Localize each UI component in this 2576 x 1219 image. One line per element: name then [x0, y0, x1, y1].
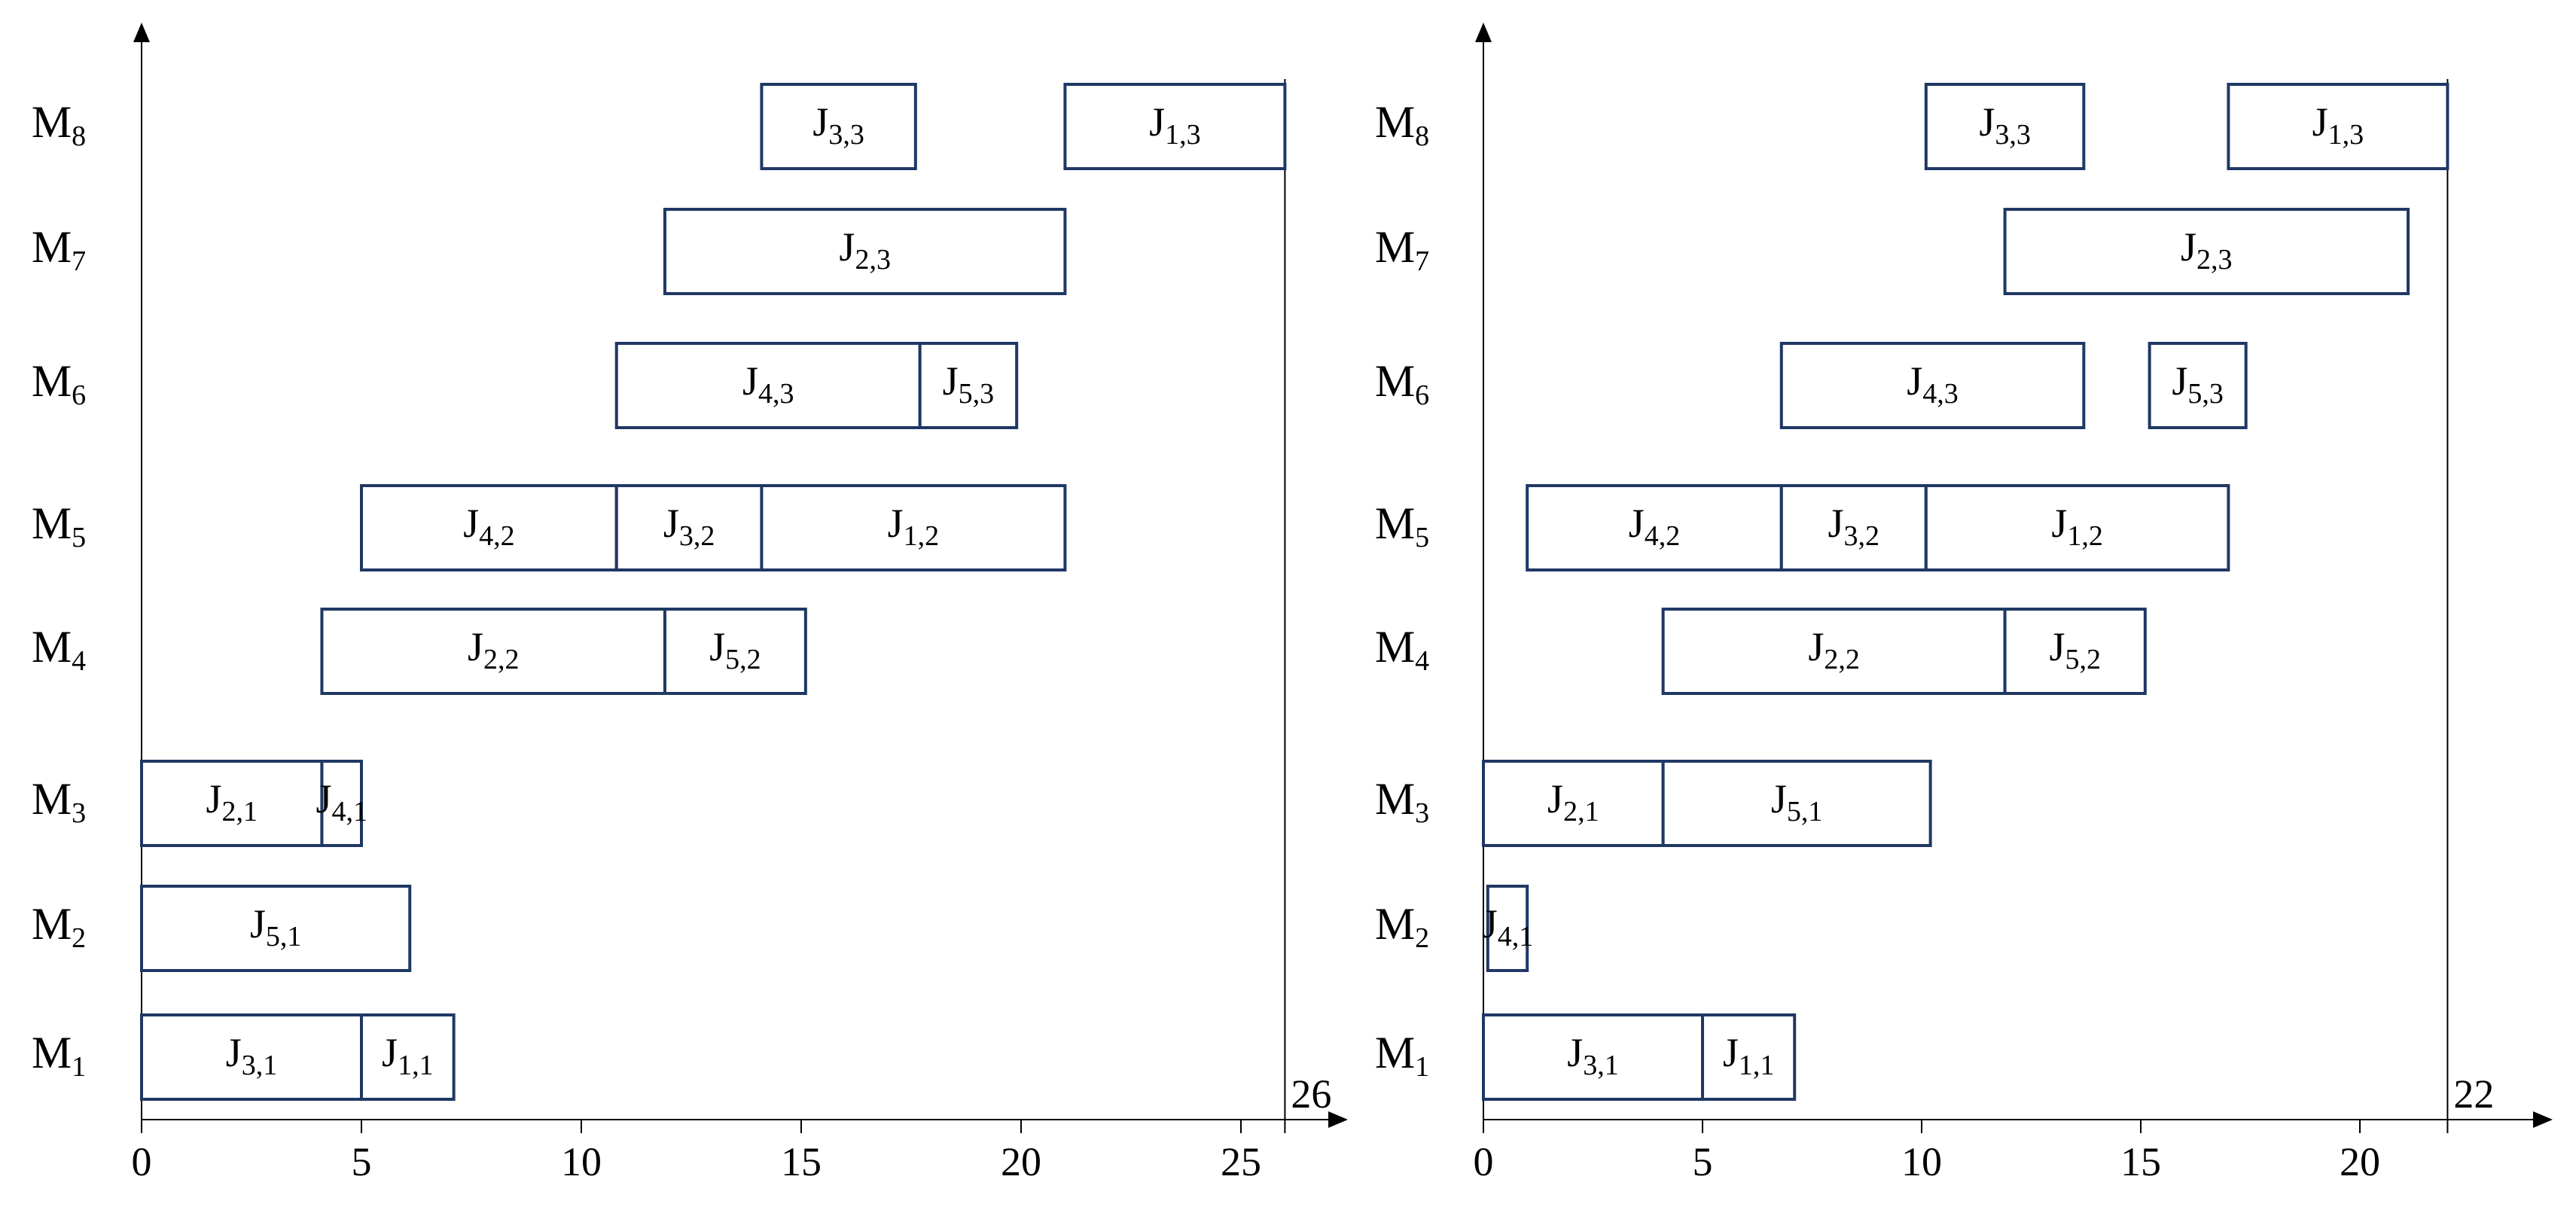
machine-label-m3: M3 [1375, 774, 1429, 829]
x-axis-arrow [2533, 1111, 2553, 1128]
machine-label-m5: M5 [32, 498, 86, 553]
x-tick-label: 5 [1693, 1139, 1713, 1184]
task-label-4-3: J4,3 [742, 358, 794, 409]
makespan-label: 22 [2453, 1071, 2494, 1117]
task-label-3-2: J3,2 [663, 501, 715, 551]
x-tick-label: 10 [561, 1139, 602, 1184]
task-label-1-3: J1,3 [1149, 99, 1201, 150]
task-bar-2-3 [663, 208, 1067, 295]
task-bar-1-2 [1924, 484, 2230, 571]
task-label-1-1: J1,1 [382, 1030, 434, 1080]
x-tick-label: 15 [2120, 1139, 2161, 1184]
task-bar-3-2 [614, 484, 764, 571]
task-label-4-1: J4,1 [316, 776, 367, 827]
x-axis-arrow [1328, 1111, 1348, 1128]
task-bar-1-3 [1063, 83, 1287, 170]
task-bar-5-3 [918, 342, 1019, 429]
x-tick-label: 0 [132, 1139, 152, 1184]
task-label-2-2: J2,2 [468, 624, 520, 675]
task-bar-1-1 [360, 1013, 456, 1101]
task-bar-5-1 [1661, 760, 1932, 847]
task-bar-5-2 [2003, 608, 2147, 695]
task-label-2-2: J2,2 [1808, 624, 1860, 675]
task-bar-2-2 [320, 608, 666, 695]
task-label-5-3: J5,3 [2172, 358, 2224, 409]
task-label-3-1: J3,1 [1567, 1030, 1619, 1080]
task-bar-2-3 [2003, 208, 2410, 295]
task-bar-5-1 [140, 885, 412, 972]
task-label-5-2: J5,2 [709, 624, 761, 675]
task-label-2-3: J2,3 [2181, 224, 2233, 275]
task-label-5-1: J5,1 [250, 901, 302, 952]
task-bar-4-2 [1526, 484, 1783, 571]
task-label-5-2: J5,2 [2049, 624, 2101, 675]
task-bar-1-2 [760, 484, 1067, 571]
x-tick-label: 5 [352, 1139, 372, 1184]
x-tick-label: 25 [1221, 1139, 1261, 1184]
task-label-4-3: J4,3 [1907, 358, 1959, 409]
task-bar-5-2 [663, 608, 807, 695]
task-label-4-2: J4,2 [463, 501, 515, 551]
task-bar-4-2 [360, 484, 618, 571]
machine-label-m7: M7 [32, 222, 86, 277]
task-label-3-1: J3,1 [226, 1030, 278, 1080]
task-bar-2-2 [1661, 608, 2007, 695]
x-tick-label: 15 [781, 1139, 822, 1184]
task-label-2-1: J2,1 [1547, 776, 1599, 827]
task-bar-3-3 [1924, 83, 2086, 170]
task-label-1-2: J1,2 [888, 501, 940, 551]
task-bar-5-3 [2148, 342, 2248, 429]
makespan-label: 26 [1291, 1071, 1331, 1117]
machine-label-m8: M8 [1375, 97, 1429, 152]
task-label-2-1: J2,1 [206, 776, 258, 827]
y-axis-arrow [133, 23, 150, 42]
task-label-1-2: J1,2 [2051, 501, 2103, 551]
task-label-3-2: J3,2 [1828, 501, 1880, 551]
task-label-2-3: J2,3 [839, 224, 891, 275]
task-bar-3-3 [760, 83, 917, 170]
task-label-3-3: J3,3 [812, 99, 864, 150]
task-bar-2-1 [1482, 760, 1665, 847]
machine-label-m3: M3 [32, 774, 86, 829]
machine-label-m4: M4 [32, 622, 86, 677]
machine-label-m2: M2 [32, 899, 86, 954]
task-bar-4-1 [1486, 885, 1529, 972]
machine-label-m7: M7 [1375, 222, 1429, 277]
task-bar-4-1 [320, 760, 364, 847]
machine-label-m8: M8 [32, 97, 86, 152]
machine-label-m6: M6 [1375, 356, 1429, 411]
task-bar-1-3 [2227, 83, 2449, 170]
task-bar-4-3 [614, 342, 922, 429]
machine-label-m1: M1 [32, 1028, 86, 1083]
task-label-1-1: J1,1 [1723, 1030, 1775, 1080]
task-label-4-2: J4,2 [1629, 501, 1681, 551]
x-tick-label: 20 [2340, 1139, 2380, 1184]
task-bar-1-1 [1701, 1013, 1797, 1101]
x-tick-label: 0 [1474, 1139, 1494, 1184]
task-label-5-3: J5,3 [943, 358, 995, 409]
machine-label-m6: M6 [32, 356, 86, 411]
task-label-3-3: J3,3 [1979, 99, 2031, 150]
task-label-4-1: J4,1 [1482, 901, 1534, 952]
task-bar-2-1 [140, 760, 324, 847]
y-axis-arrow [1475, 23, 1492, 42]
x-tick-label: 20 [1001, 1139, 1041, 1184]
task-bar-4-3 [1779, 342, 2086, 429]
machine-label-m5: M5 [1375, 498, 1429, 553]
task-label-1-3: J1,3 [2312, 99, 2364, 150]
machine-label-m2: M2 [1375, 899, 1429, 954]
machine-label-m1: M1 [1375, 1028, 1429, 1083]
task-label-5-1: J5,1 [1771, 776, 1823, 827]
x-tick-label: 10 [1901, 1139, 1942, 1184]
machine-label-m4: M4 [1375, 622, 1429, 677]
